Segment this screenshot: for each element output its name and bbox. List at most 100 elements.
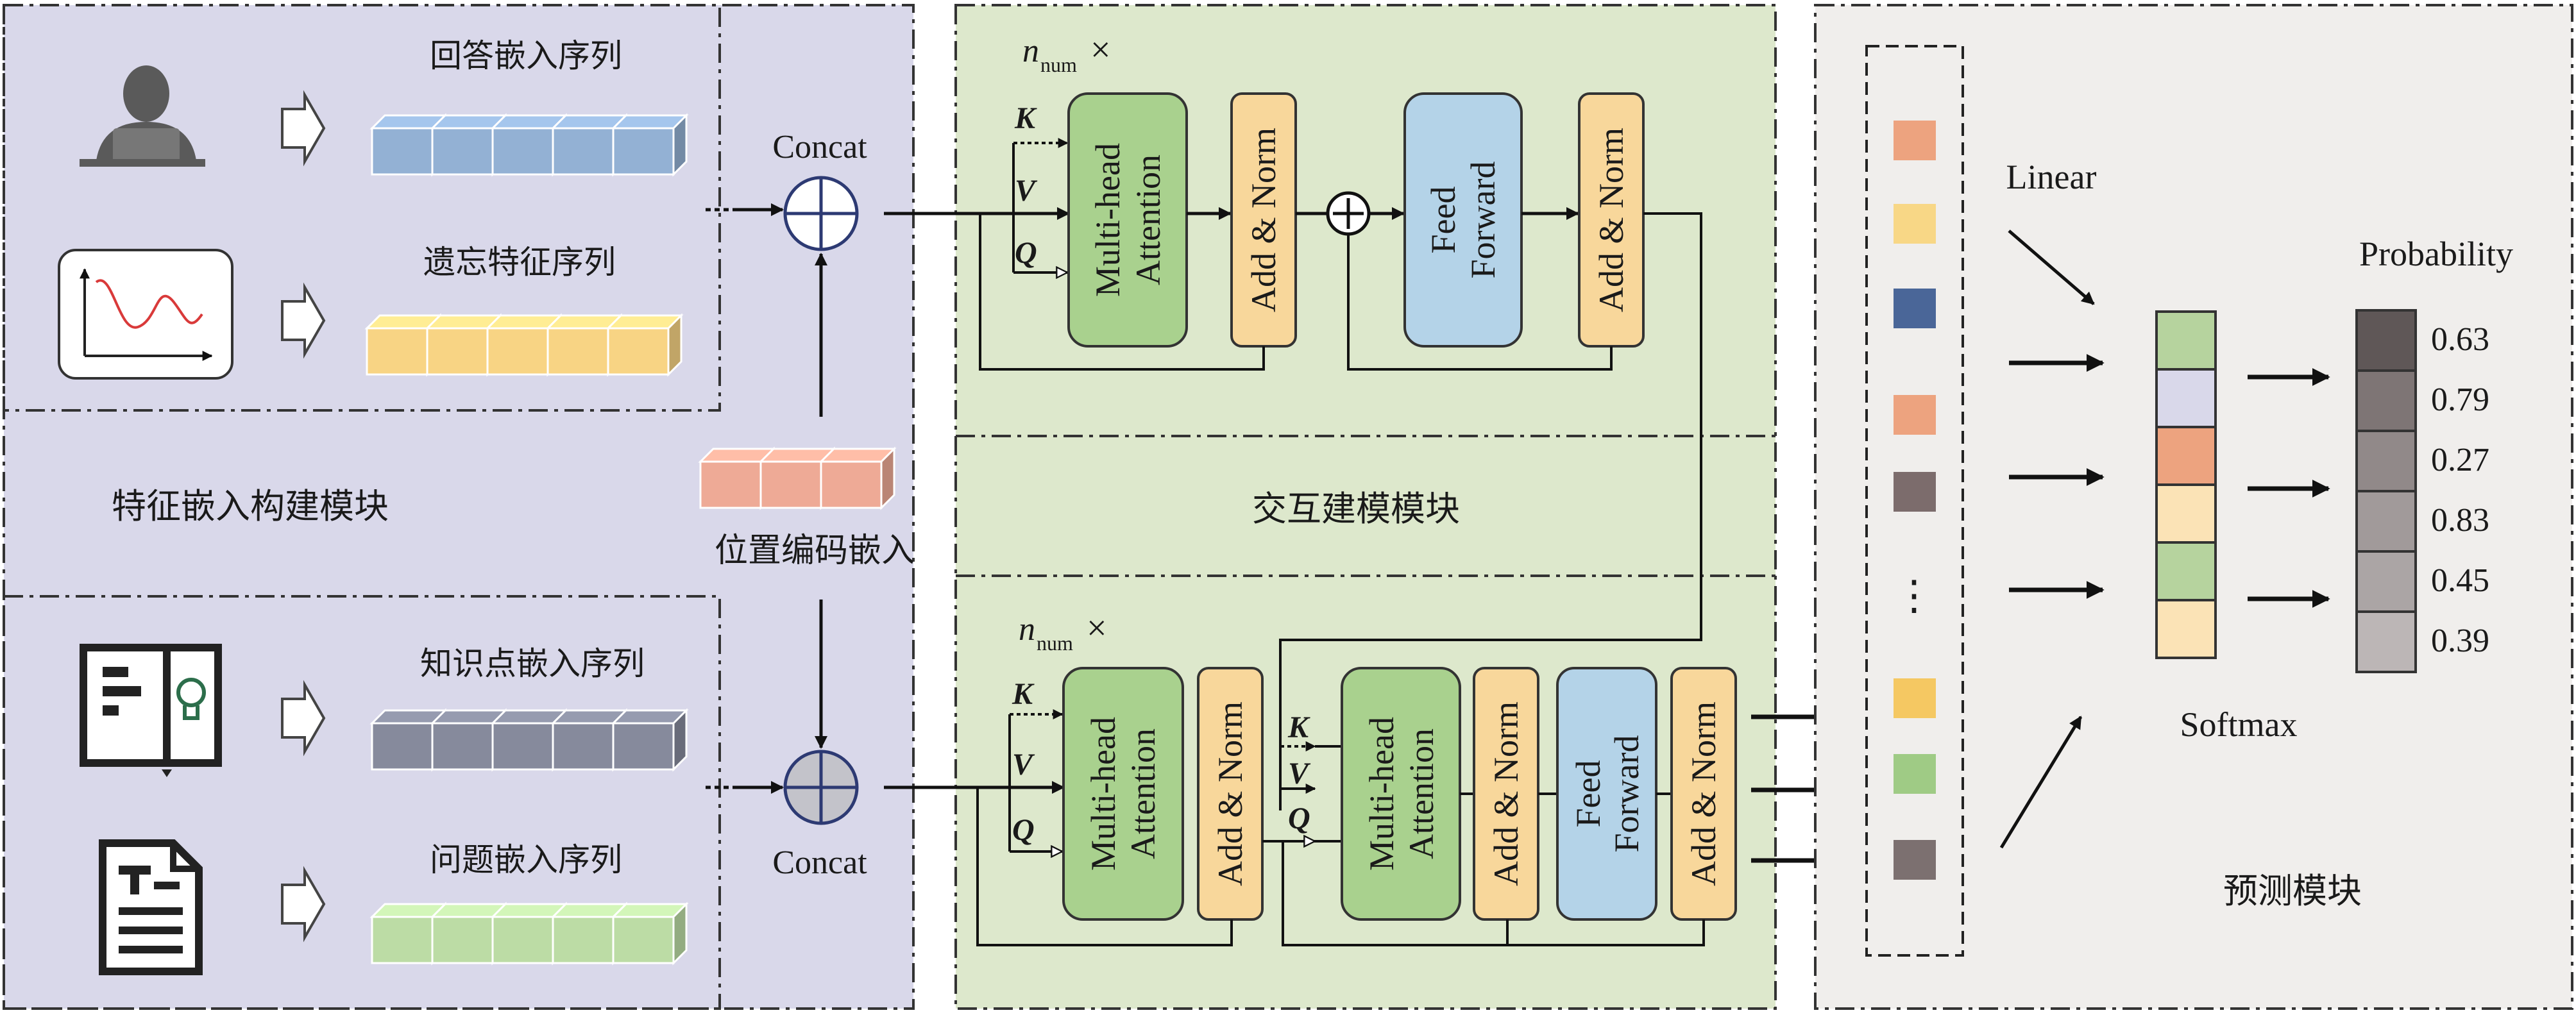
probability-value: 0.39: [2431, 623, 2489, 659]
svg-text:×: ×: [1090, 30, 1111, 70]
svg-text:Add & Norm: Add & Norm: [1244, 128, 1283, 312]
hollow-arrow-4: [281, 866, 326, 943]
svg-text:Add & Norm: Add & Norm: [1684, 701, 1723, 886]
v-label-bottom-1: V: [1012, 748, 1035, 782]
residual-bottom-1: [976, 787, 1233, 946]
repeat-label-top: n num ×: [1022, 30, 1111, 76]
probability-label: Probability: [2359, 235, 2513, 273]
svg-text:Feed: Feed: [1569, 760, 1607, 828]
feature-upper-subpanel: [3, 4, 721, 412]
svg-text:Add & Norm: Add & Norm: [1487, 701, 1525, 886]
k-label-bottom-1: K: [1012, 677, 1035, 711]
addnorm-block-bottom-2: Add & Norm: [1473, 667, 1539, 921]
q-label-top: Q: [1015, 236, 1037, 270]
embedding-cell: [1894, 840, 1936, 880]
v-label-top: V: [1015, 174, 1038, 208]
svg-text:Attention: Attention: [1402, 728, 1441, 859]
svg-text:n: n: [1019, 611, 1035, 648]
probability-value: 0.83: [2431, 502, 2489, 539]
answer-embedding-sequence: [369, 113, 689, 177]
svg-text:Add & Norm: Add & Norm: [1592, 128, 1631, 312]
feature-module: 回答嵌入序列 遗忘特征序列 知识点嵌入序列 问题嵌入序列 特征嵌入构建模块 位置…: [3, 4, 915, 1010]
interaction-module: 交互建模模块 n num × n num × K V Q Multi-head …: [884, 4, 1844, 1010]
linear-cell: [2155, 599, 2217, 659]
probability-cell: [2355, 430, 2417, 492]
forget-cube: [606, 313, 684, 377]
k-label-top: K: [1014, 101, 1037, 135]
linear-arrow-diag-bottom: [1999, 716, 2083, 849]
residual-top-1: [979, 214, 1265, 371]
question-document-icon: [99, 839, 203, 975]
repeat-label-bottom: n num ×: [1019, 608, 1107, 655]
position-cube: [818, 446, 897, 510]
svg-text:num: num: [1040, 53, 1077, 76]
probability-cell: [2355, 610, 2417, 673]
softmax-label: Softmax: [2180, 705, 2298, 744]
residual-plus-symbol: [1326, 191, 1371, 236]
residual-bottom-3: [1334, 919, 1705, 946]
q-label-bottom-1: Q: [1012, 813, 1035, 847]
forget-feature-sequence: [364, 313, 684, 377]
addnorm-block-bottom-3: Add & Norm: [1670, 667, 1737, 921]
svg-text:num: num: [1037, 632, 1073, 655]
svg-text:Multi-head: Multi-head: [1362, 717, 1401, 871]
probability-column: [2355, 309, 2417, 673]
probability-value: 0.63: [2431, 321, 2489, 358]
probability-value: 0.27: [2431, 442, 2489, 478]
knowledge-seq-label: 知识点嵌入序列: [420, 645, 645, 682]
question-cube: [611, 902, 689, 966]
knowledge-embedding-sequence: [369, 708, 689, 772]
linear-cell: [2155, 368, 2217, 428]
concat-top-symbol: [783, 176, 859, 251]
linear-output-column: [2155, 310, 2217, 659]
v-label-bottom-2: V: [1288, 757, 1311, 791]
svg-text:Forward: Forward: [1607, 735, 1646, 853]
embedding-column-frame: [1865, 45, 1964, 957]
linear-cell: [2155, 310, 2217, 371]
answer-seq-label: 回答嵌入序列: [430, 37, 622, 74]
forgetting-curve-icon: [58, 249, 233, 380]
concat-top-label: Concat: [772, 129, 867, 165]
prediction-module-label: 预测模块: [2223, 871, 2362, 911]
svg-text:Add & Norm: Add & Norm: [1211, 701, 1250, 886]
feedforward-block-bottom: Feed Forward: [1556, 667, 1657, 921]
embedding-column: [1894, 121, 1936, 880]
linear-arrow-diag-top: [2008, 230, 2095, 305]
hollow-arrow-1: [281, 90, 326, 167]
feature-module-label: 特征嵌入构建模块: [112, 486, 389, 526]
feature-lower-subpanel: [3, 595, 721, 1010]
embedding-cell: [1894, 472, 1936, 512]
concat-bottom-label: Concat: [772, 844, 867, 881]
open-book-bulb-icon: [80, 644, 222, 777]
knowledge-cube: [611, 708, 689, 772]
linear-cell: [2155, 426, 2217, 486]
position-encoding-sequence: [698, 446, 897, 510]
probability-value: 0.79: [2431, 382, 2489, 418]
mha-block-top: Multi-head Attention: [1067, 92, 1188, 348]
linear-cell: [2155, 483, 2217, 544]
embedding-cell: [1894, 121, 1936, 160]
embedding-cell: [1894, 204, 1936, 244]
k-label-bottom-2: K: [1287, 710, 1310, 744]
addnorm-block-bottom-1: Add & Norm: [1197, 667, 1264, 921]
mha-block-bottom-1: Multi-head Attention: [1062, 667, 1184, 921]
svg-text:Attention: Attention: [1124, 728, 1162, 859]
probability-cell: [2355, 309, 2417, 372]
concat-bottom-symbol: [783, 750, 859, 825]
svg-text:Multi-head: Multi-head: [1084, 717, 1123, 871]
svg-text:Forward: Forward: [1464, 162, 1502, 279]
linear-cell: [2155, 541, 2217, 601]
embedding-cell: [1894, 289, 1936, 328]
knowledge-cube: [550, 708, 629, 772]
feedforward-block-top: Feed Forward: [1403, 92, 1523, 348]
probability-cell: [2355, 550, 2417, 613]
question-embedding-sequence: [369, 902, 689, 966]
svg-text:n: n: [1022, 33, 1039, 69]
answer-cube: [611, 113, 689, 177]
interaction-module-label: 交互建模模块: [1252, 489, 1460, 529]
probability-values: 0.630.790.270.830.450.39: [2431, 321, 2489, 659]
addnorm-block-top-1: Add & Norm: [1230, 92, 1297, 348]
encoder-output-to-decoder: [1279, 212, 1702, 810]
svg-text:Attention: Attention: [1129, 155, 1167, 285]
forget-seq-label: 遗忘特征序列: [423, 244, 616, 281]
